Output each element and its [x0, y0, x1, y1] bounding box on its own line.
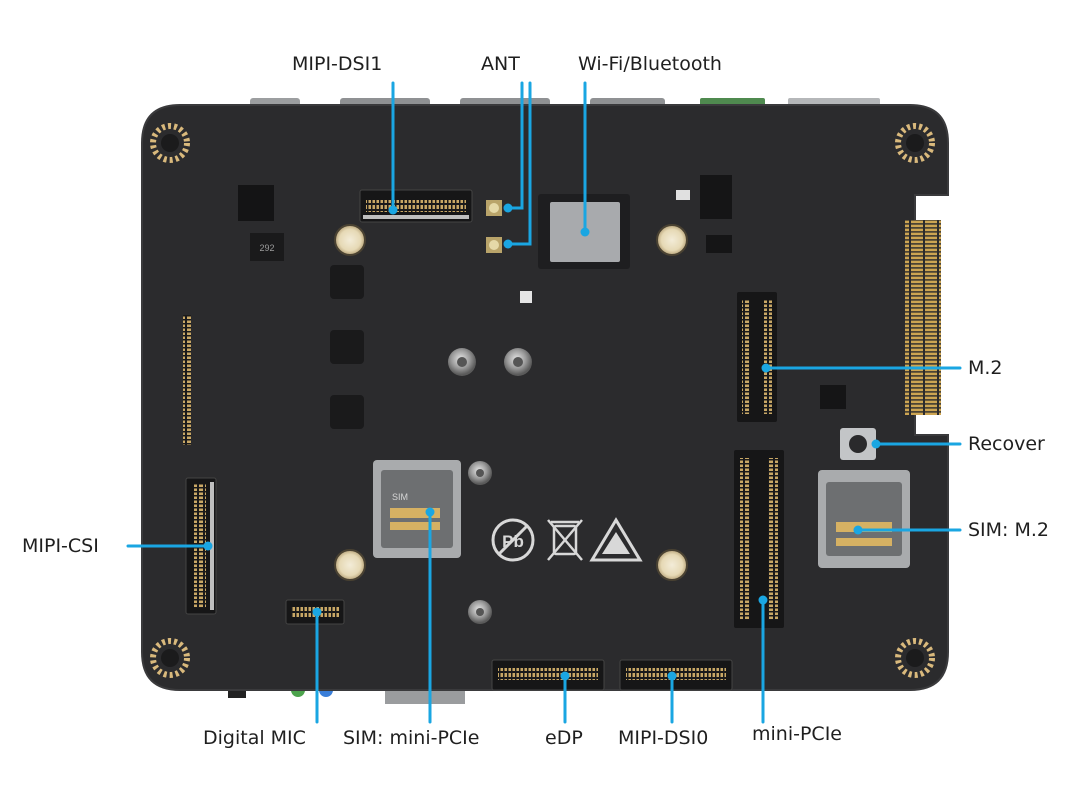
- edge-gold-fingers: [905, 220, 941, 415]
- label-minipcie: mini-PCIe: [752, 723, 842, 745]
- label-recover: Recover: [968, 433, 1045, 455]
- leader-ant-1: [506, 81, 524, 210]
- sim-m2-holder: [818, 470, 910, 568]
- mipi-dsi1-connector: [359, 189, 473, 223]
- edp-connector: [491, 659, 605, 691]
- label-mipi-csi: MIPI-CSI: [22, 535, 99, 557]
- label-mipi-dsi1: MIPI-DSI1: [292, 53, 383, 75]
- label-mipi-dsi0: MIPI-DSI0: [618, 727, 709, 749]
- sim-minipcie-holder: SIM: [373, 460, 461, 558]
- weee-crossed-bin-icon: [547, 519, 583, 561]
- power-components: 292: [238, 175, 846, 429]
- label-edp: eDP: [545, 727, 583, 749]
- leader-dots: [203, 203, 881, 681]
- recover-button: [840, 428, 876, 460]
- antenna-connectors: [486, 200, 502, 253]
- metal-standoffs: [448, 348, 532, 624]
- leader-ant-2: [506, 81, 532, 246]
- corner-mounting-holes: [150, 123, 935, 678]
- esd-warning-icon: [589, 517, 643, 562]
- sim-holder-marking: SIM: [392, 492, 408, 502]
- leader-lines: [126, 81, 962, 724]
- label-ant: ANT: [481, 53, 520, 75]
- label-digital-mic: Digital MIC: [203, 727, 306, 749]
- mini-pcie-slot: [734, 450, 784, 628]
- label-sim-minipcie: SIM: mini-PCIe: [343, 727, 480, 749]
- inductor-marking: 292: [259, 243, 274, 253]
- label-m2: M.2: [968, 357, 1003, 379]
- lead-free-pb-icon: Pb: [491, 518, 535, 562]
- label-wifi-bluetooth: Wi-Fi/Bluetooth: [578, 53, 722, 75]
- gold-standoff-holes: [334, 224, 688, 581]
- left-header-vias: [183, 315, 191, 445]
- m2-slot: [737, 292, 777, 422]
- label-sim-m2: SIM: M.2: [968, 519, 1050, 541]
